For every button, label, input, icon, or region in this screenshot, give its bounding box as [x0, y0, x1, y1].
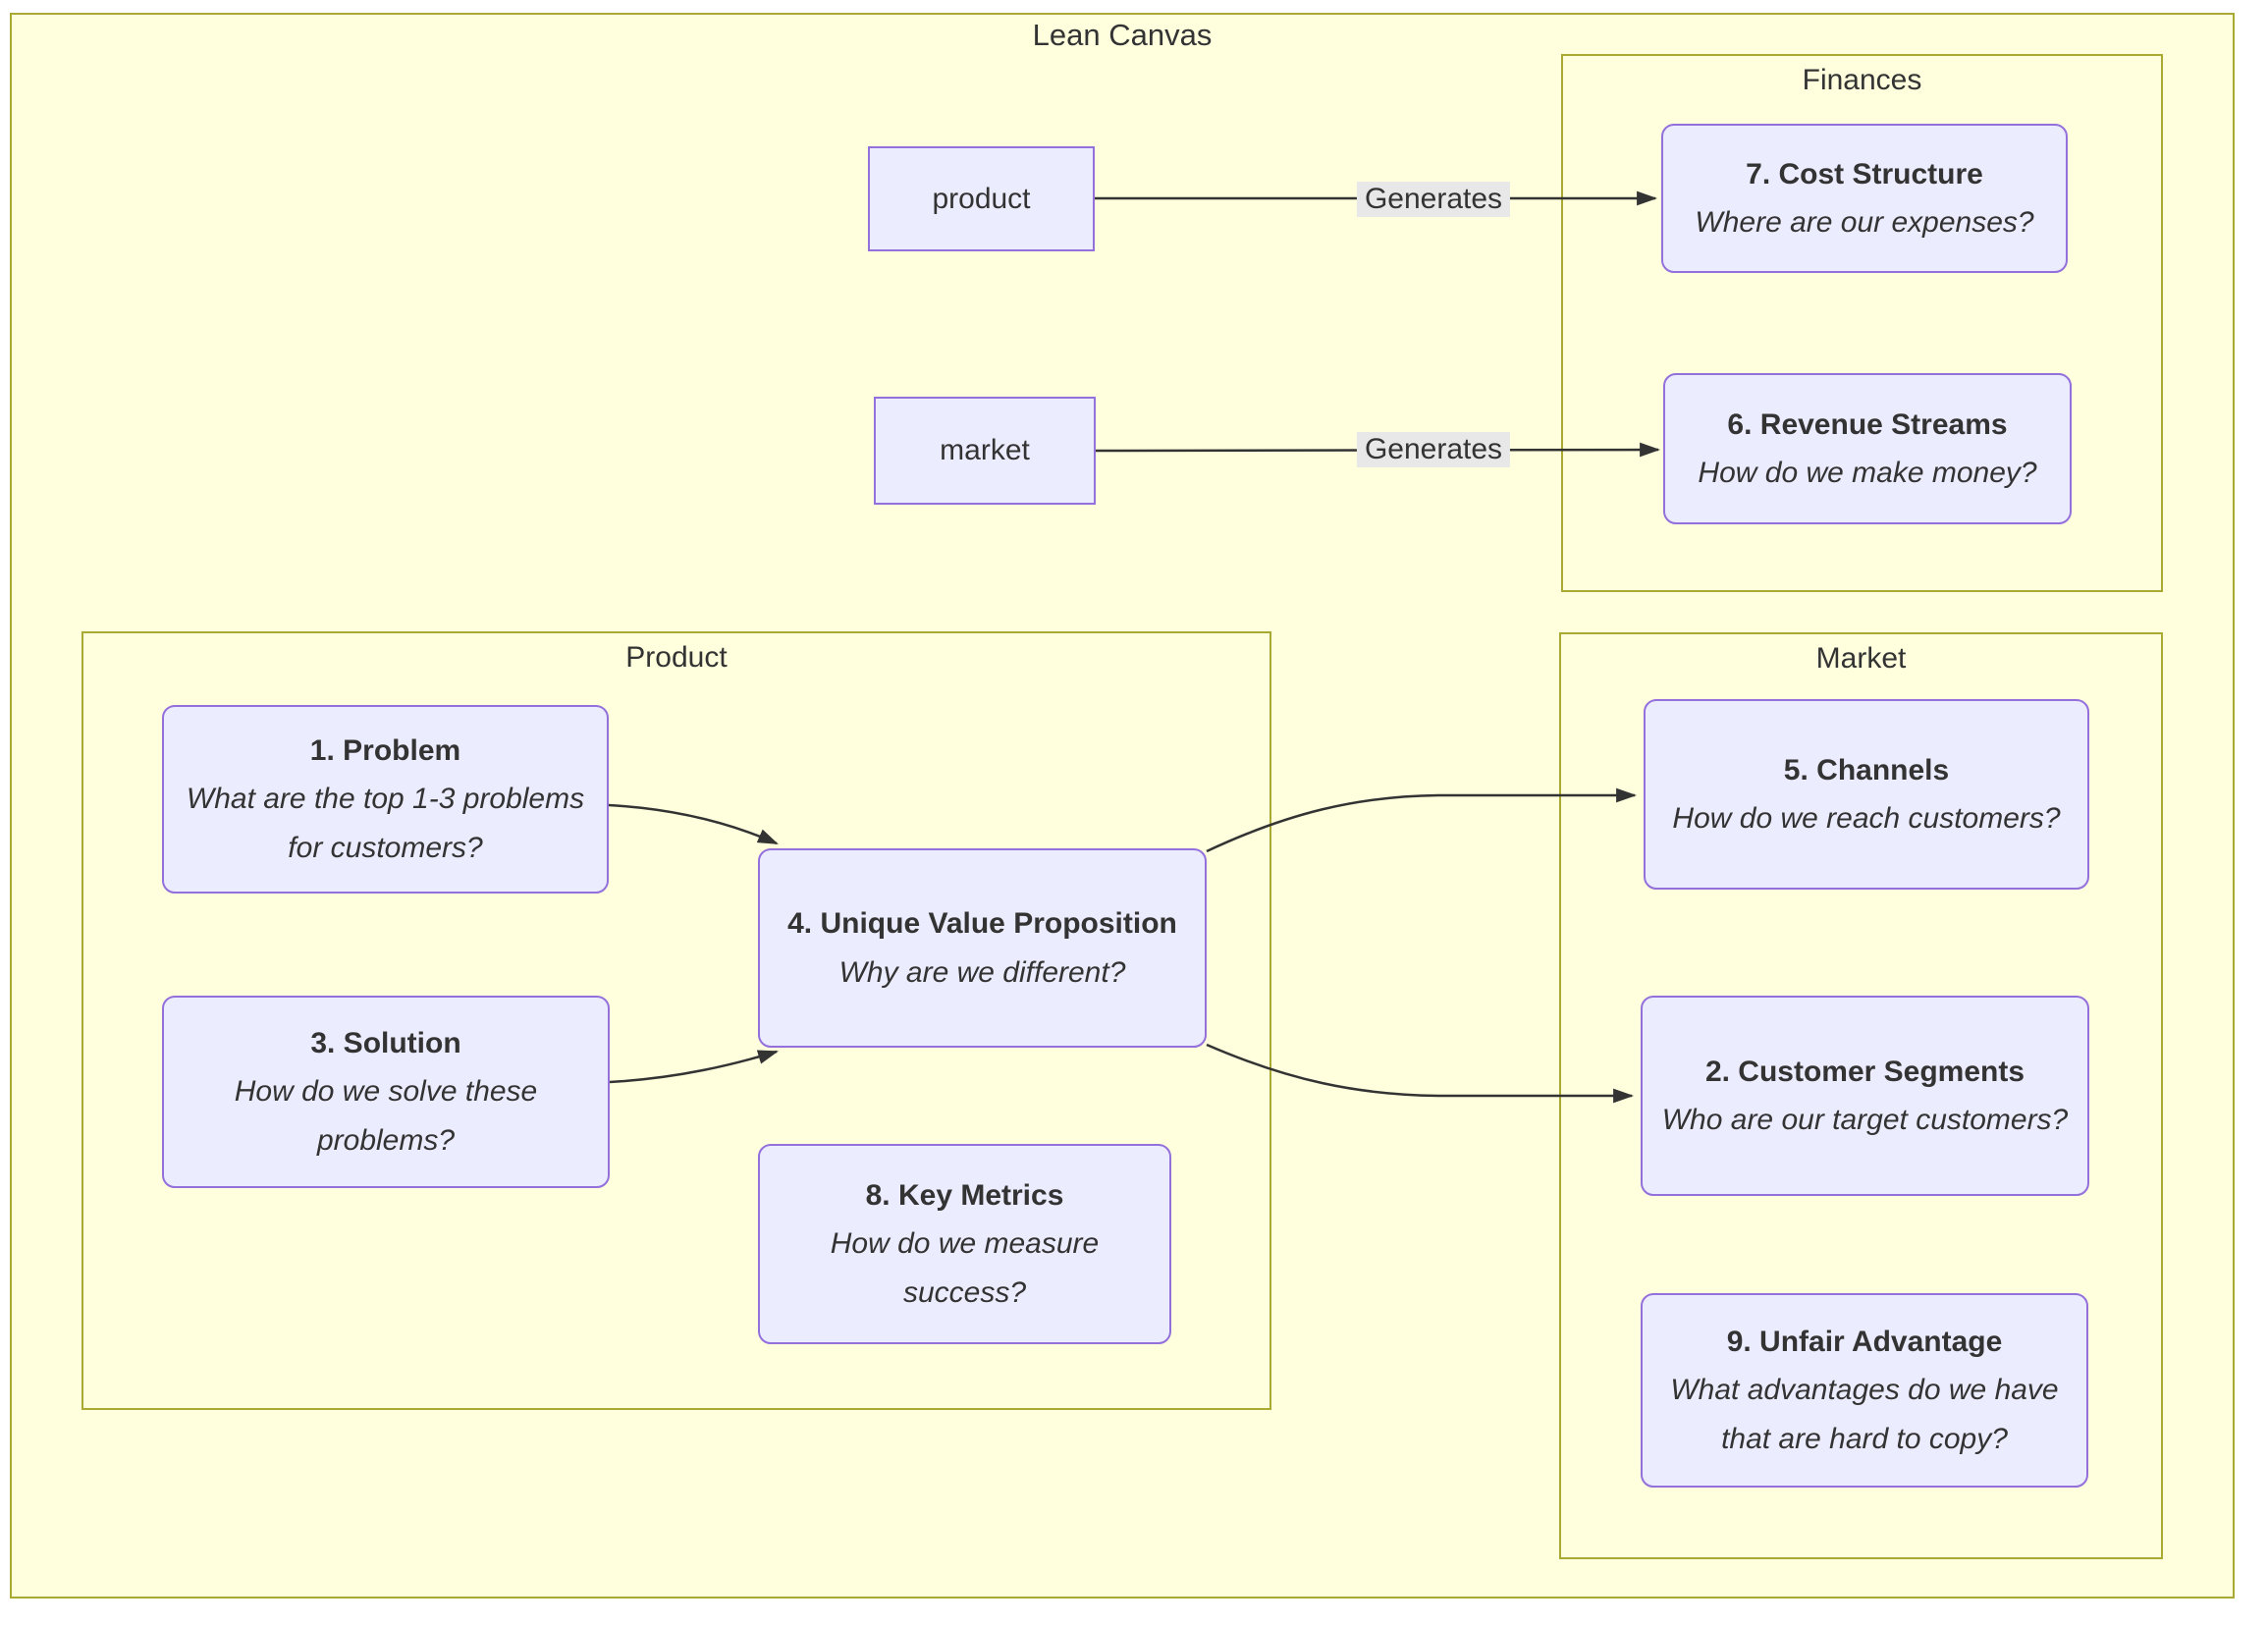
node-customer-segments: 2. Customer Segments Who are our target … — [1641, 996, 2089, 1196]
node-channels: 5. Channels How do we reach customers? — [1644, 699, 2089, 890]
node-market-label: market — [940, 434, 1030, 467]
node-customer-segments-question: Who are our target customers? — [1661, 1104, 2069, 1136]
node-product: product — [868, 146, 1095, 251]
node-unfair-advantage: 9. Unfair Advantage What advantages do w… — [1641, 1293, 2088, 1488]
node-unfair-advantage-question: What advantages do we have that are hard… — [1670, 1374, 2059, 1455]
node-key-metrics: 8. Key Metrics How do we measure success… — [758, 1144, 1171, 1344]
node-solution-title: 3. Solution — [310, 1026, 461, 1059]
diagram-title: Lean Canvas — [1032, 18, 1213, 52]
node-problem-question: What are the top 1-3 problems for custom… — [186, 783, 585, 864]
node-customer-segments-title: 2. Customer Segments — [1704, 1055, 2025, 1088]
node-revenue-streams: 6. Revenue Streams How do we make money? — [1663, 373, 2072, 524]
node-market: market — [874, 397, 1096, 505]
edge-label-generates-cost: Generates — [1356, 182, 1511, 217]
node-problem: 1. Problem What are the top 1-3 problems… — [162, 705, 609, 894]
node-solution: 3. Solution How do we solve these proble… — [162, 996, 610, 1188]
node-key-metrics-title: 8. Key Metrics — [865, 1178, 1064, 1212]
cluster-market-label: Market — [1815, 642, 1907, 675]
node-uvp-title: 4. Unique Value Proposition — [787, 907, 1177, 940]
cluster-product-label: Product — [625, 641, 728, 674]
node-product-label: product — [932, 182, 1031, 215]
node-key-metrics-question: How do we measure success? — [830, 1227, 1100, 1309]
node-channels-question: How do we reach customers? — [1672, 802, 2061, 835]
node-revenue-streams-question: How do we make money? — [1698, 457, 2037, 489]
edge-label-generates-revenue: Generates — [1356, 432, 1511, 467]
node-problem-title: 1. Problem — [309, 733, 461, 767]
node-uvp-question: Why are we different? — [838, 955, 1126, 989]
node-channels-title: 5. Channels — [1783, 753, 1950, 786]
node-cost-structure-title: 7. Cost Structure — [1746, 157, 1983, 190]
node-solution-question: How do we solve these problems? — [234, 1075, 538, 1157]
node-revenue-streams-title: 6. Revenue Streams — [1727, 407, 2008, 441]
cluster-finances-label: Finances — [1802, 64, 1922, 96]
node-unique-value-proposition: 4. Unique Value Proposition Why are we d… — [758, 848, 1207, 1048]
node-cost-structure: 7. Cost Structure Where are our expenses… — [1661, 124, 2068, 273]
node-unfair-advantage-title: 9. Unfair Advantage — [1726, 1325, 2003, 1358]
node-cost-structure-question: Where are our expenses? — [1695, 206, 2034, 239]
